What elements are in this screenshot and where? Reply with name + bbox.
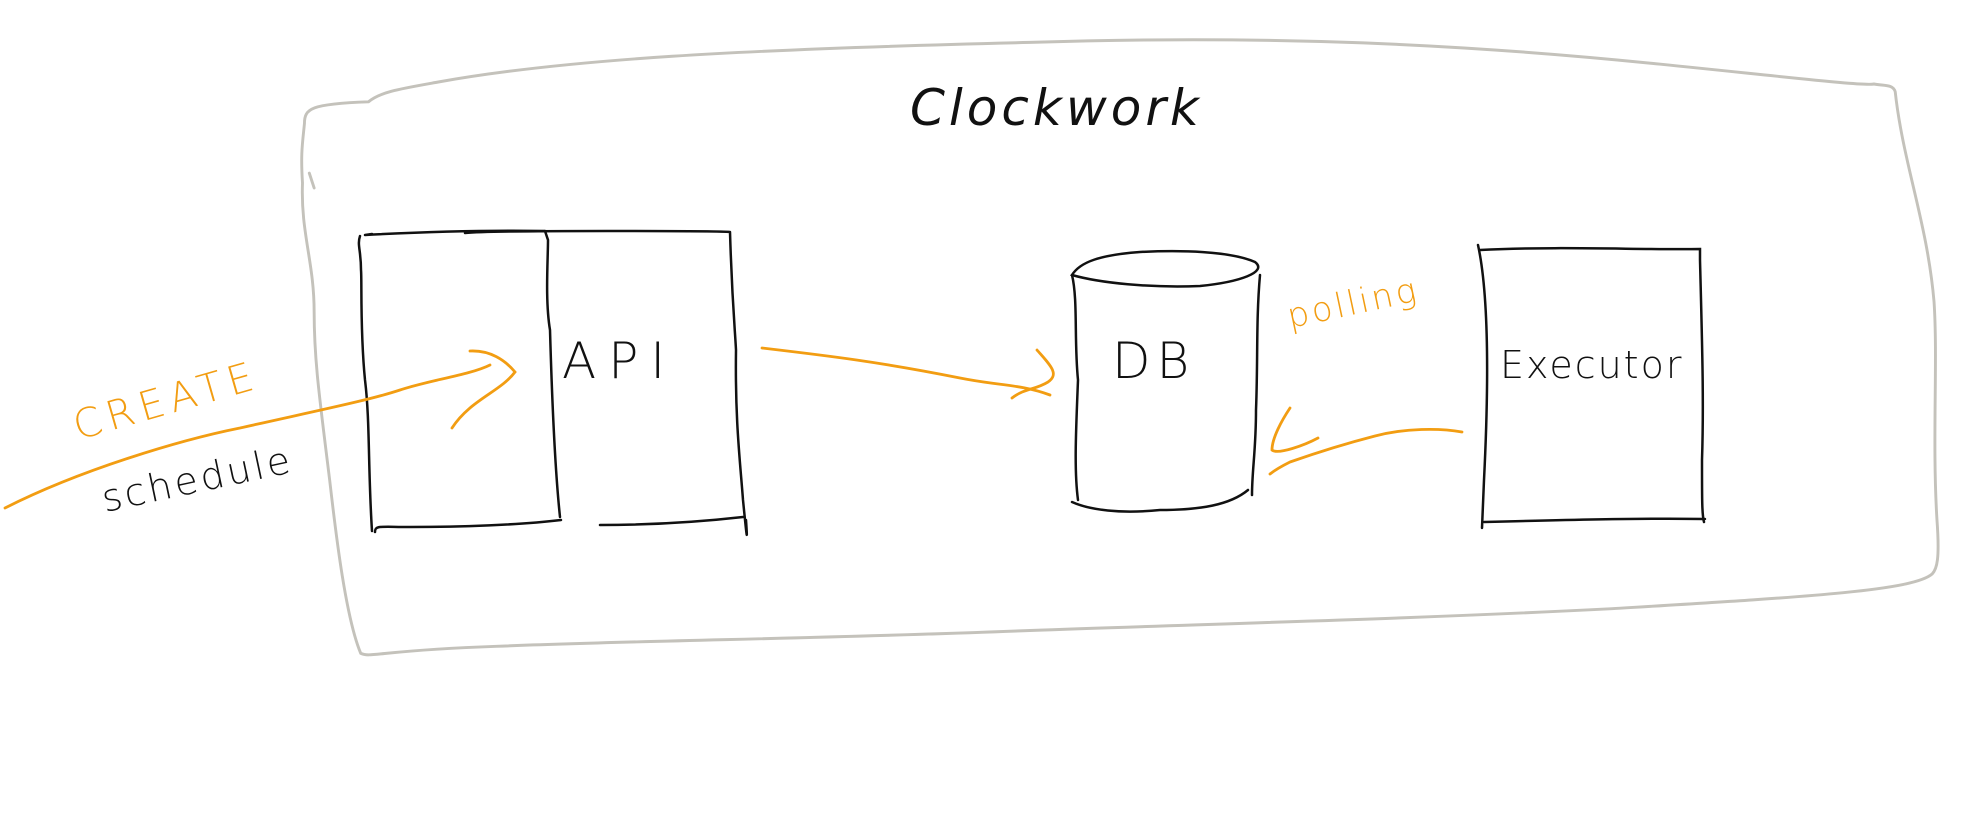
- db-label: DB: [1112, 332, 1195, 390]
- api-label: API: [562, 332, 677, 390]
- clockwork-container: [300, 38, 1940, 657]
- executor-node: Executor: [1476, 243, 1707, 530]
- container-title: Clockwork: [910, 79, 1203, 137]
- api-node: API: [357, 229, 749, 537]
- api-to-db-arrow: [760, 346, 1055, 400]
- db-node: DB: [1070, 249, 1262, 513]
- executor-to-db-arrow: [1268, 406, 1464, 476]
- create-schedule-arrow: [3, 349, 517, 510]
- executor-label: Executor: [1500, 343, 1683, 387]
- create-label: CREATE: [68, 353, 264, 450]
- polling-label: polling: [1284, 270, 1423, 337]
- schedule-label: schedule: [98, 437, 297, 520]
